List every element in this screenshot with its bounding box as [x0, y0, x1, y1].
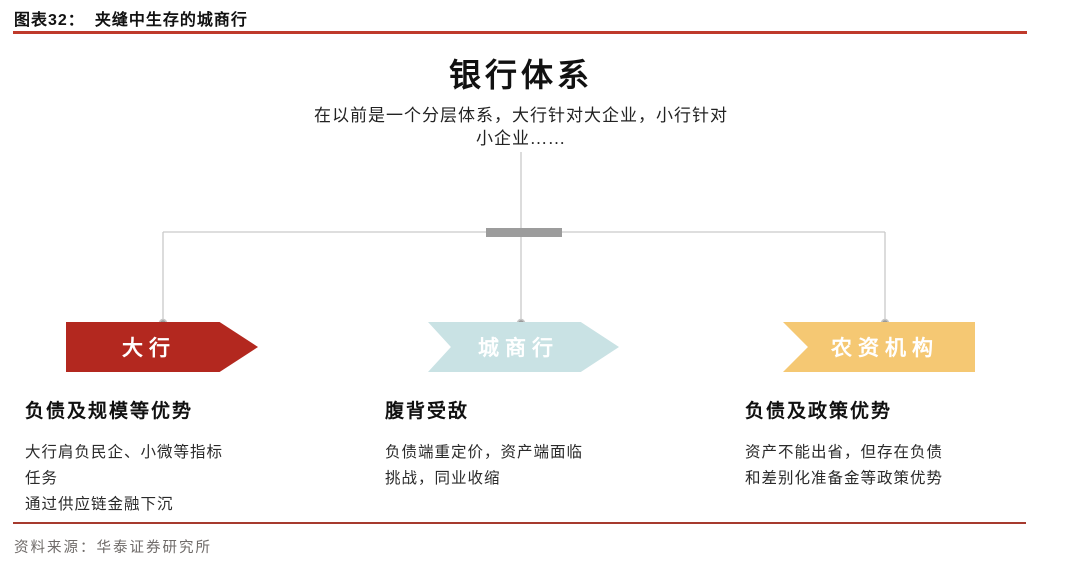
right-branch-body: 资产不能出省，但存在负债 和差别化准备金等政策优势: [745, 440, 1015, 492]
banner-rural-institutions-label: 农资机构: [831, 336, 939, 360]
root-title: 银行体系: [448, 57, 593, 93]
left-branch-body-line3: 通过供应链金融下沉: [25, 496, 174, 513]
root-subtitle-line2: 小企业……: [476, 129, 566, 148]
left-branch-heading: 负债及规模等优势: [25, 401, 194, 422]
center-branch-body: 负债端重定价，资产端面临 挑战，同业收缩: [385, 440, 655, 492]
figure-header: 图表32： 夹缝中生存的城商行: [14, 6, 248, 30]
root-node: 银行体系 在以前是一个分层体系，大行针对大企业，小行针对 小企业……: [0, 50, 1042, 150]
root-subtitle: 在以前是一个分层体系，大行针对大企业，小行针对 小企业……: [0, 104, 1042, 150]
banner-big-banks-label: 大行: [122, 336, 176, 360]
top-rule: [13, 31, 1027, 34]
connector-bar: [486, 228, 562, 237]
right-branch-body-line1: 资产不能出省，但存在负债: [745, 444, 944, 461]
banner-city-banks-label: 城商行: [478, 336, 559, 360]
left-branch-body: 大行肩负民企、小微等指标 任务 通过供应链金融下沉: [25, 440, 295, 518]
center-branch-heading: 腹背受敌: [385, 401, 470, 422]
banner-city-banks: 城商行: [428, 322, 619, 372]
left-branch-body-line1: 大行肩负民企、小微等指标: [25, 444, 224, 461]
bottom-rule: [13, 522, 1026, 524]
center-branch-body-line2: 挑战，同业收缩: [385, 470, 501, 487]
root-subtitle-line1: 在以前是一个分层体系，大行针对大企业，小行针对: [314, 106, 728, 125]
banner-big-banks: 大行: [66, 322, 258, 372]
center-branch-body-line1: 负债端重定价，资产端面临: [385, 444, 584, 461]
banner-rural-institutions: 农资机构: [783, 322, 975, 372]
figure-title: 夹缝中生存的城商行: [94, 12, 248, 29]
right-branch-body-line2: 和差别化准备金等政策优势: [745, 470, 944, 487]
source-note: 资料来源：华泰证券研究所: [14, 540, 212, 556]
left-branch-body-line2: 任务: [25, 470, 59, 487]
figure-label: 图表32：: [14, 12, 85, 29]
right-branch-heading: 负债及政策优势: [745, 401, 893, 422]
